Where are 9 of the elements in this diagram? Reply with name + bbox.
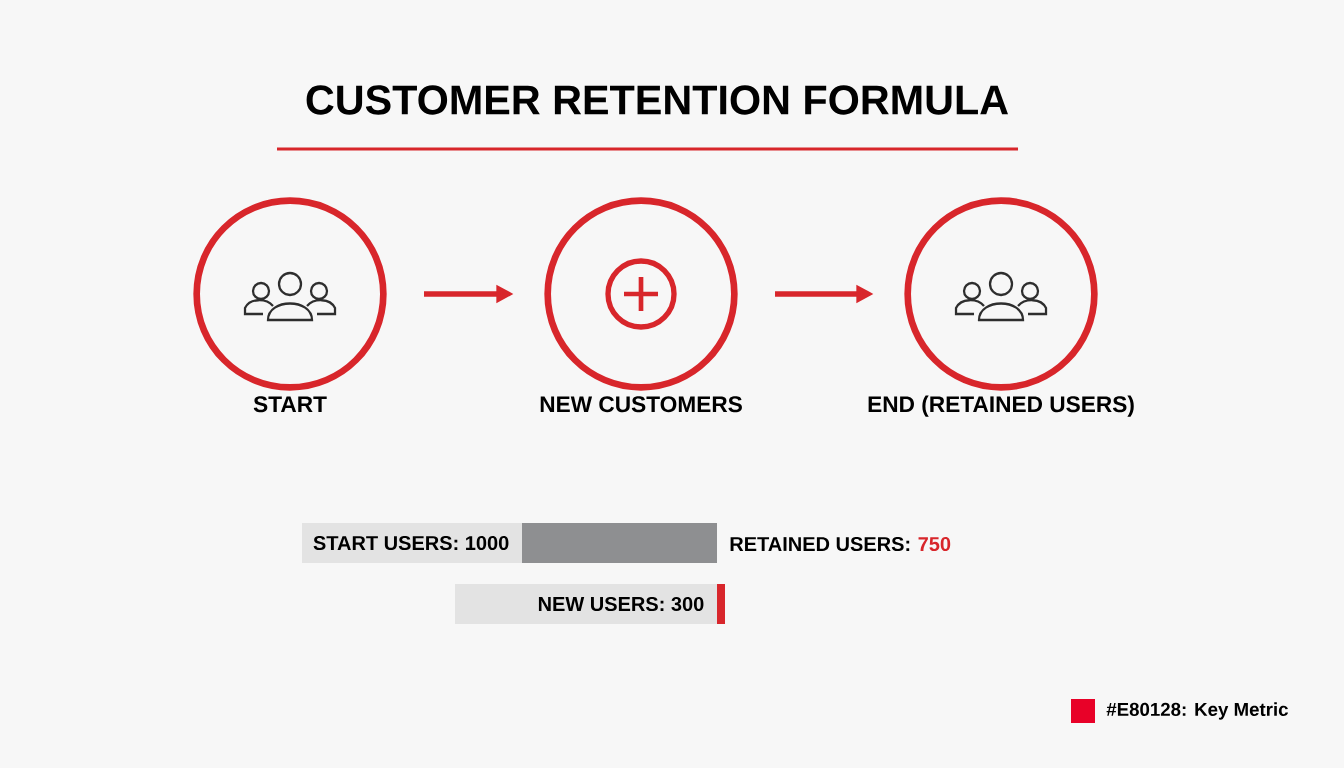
key-value: 750 [918,536,951,552]
bar: NEW USERS: 300 [455,584,725,624]
step-label: START [253,396,327,413]
bar: START USERS: 1000 [302,523,717,563]
step-label: NEW CUSTOMERS [540,396,742,413]
legend-label: #E80128: Key Metric [1106,702,1288,720]
step-label: END (RETAINED USERS) [868,395,1134,417]
title: CUSTOMER RETENTION FORMULA [306,85,1008,115]
value-label: RETAINED USERS: [730,536,910,552]
